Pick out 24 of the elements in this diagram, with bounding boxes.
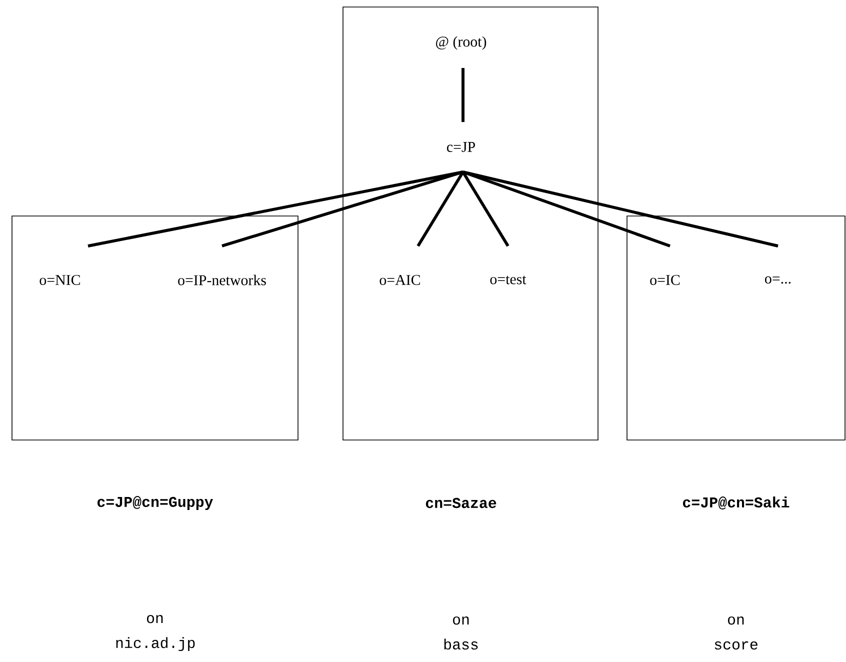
- tree-line: [462, 170, 671, 248]
- server-name: c=JP@cn=Guppy: [98, 496, 213, 510]
- entry-label: @ (root): [436, 36, 486, 50]
- tree-box: [626, 216, 846, 440]
- tree-line: [88, 170, 464, 248]
- tree-line: [462, 170, 778, 248]
- tree-line: [416, 171, 464, 247]
- entry-label: o=IC: [650, 274, 680, 285]
- server-name: c=JP@cn=Saki: [683, 496, 790, 510]
- entry-label: o=IP-networks: [178, 274, 266, 286]
- entry-label: o=test: [490, 276, 526, 284]
- entry-label: o=AIC: [380, 274, 420, 285]
- host-label: on bass: [444, 616, 478, 650]
- host-label: on score: [714, 616, 758, 650]
- entry-label: c=JP: [446, 142, 475, 152]
- tree-box: [342, 6, 598, 440]
- tree-line: [462, 171, 510, 247]
- host-label: on nic.ad.jp: [116, 614, 195, 652]
- server-name: cn=Sazae: [426, 498, 496, 508]
- entry-label: o=NIC: [40, 274, 80, 285]
- tree-line: [222, 170, 464, 248]
- entry-label: o=...: [765, 276, 791, 284]
- tree-box: [12, 216, 298, 440]
- tree-line: [462, 68, 464, 122]
